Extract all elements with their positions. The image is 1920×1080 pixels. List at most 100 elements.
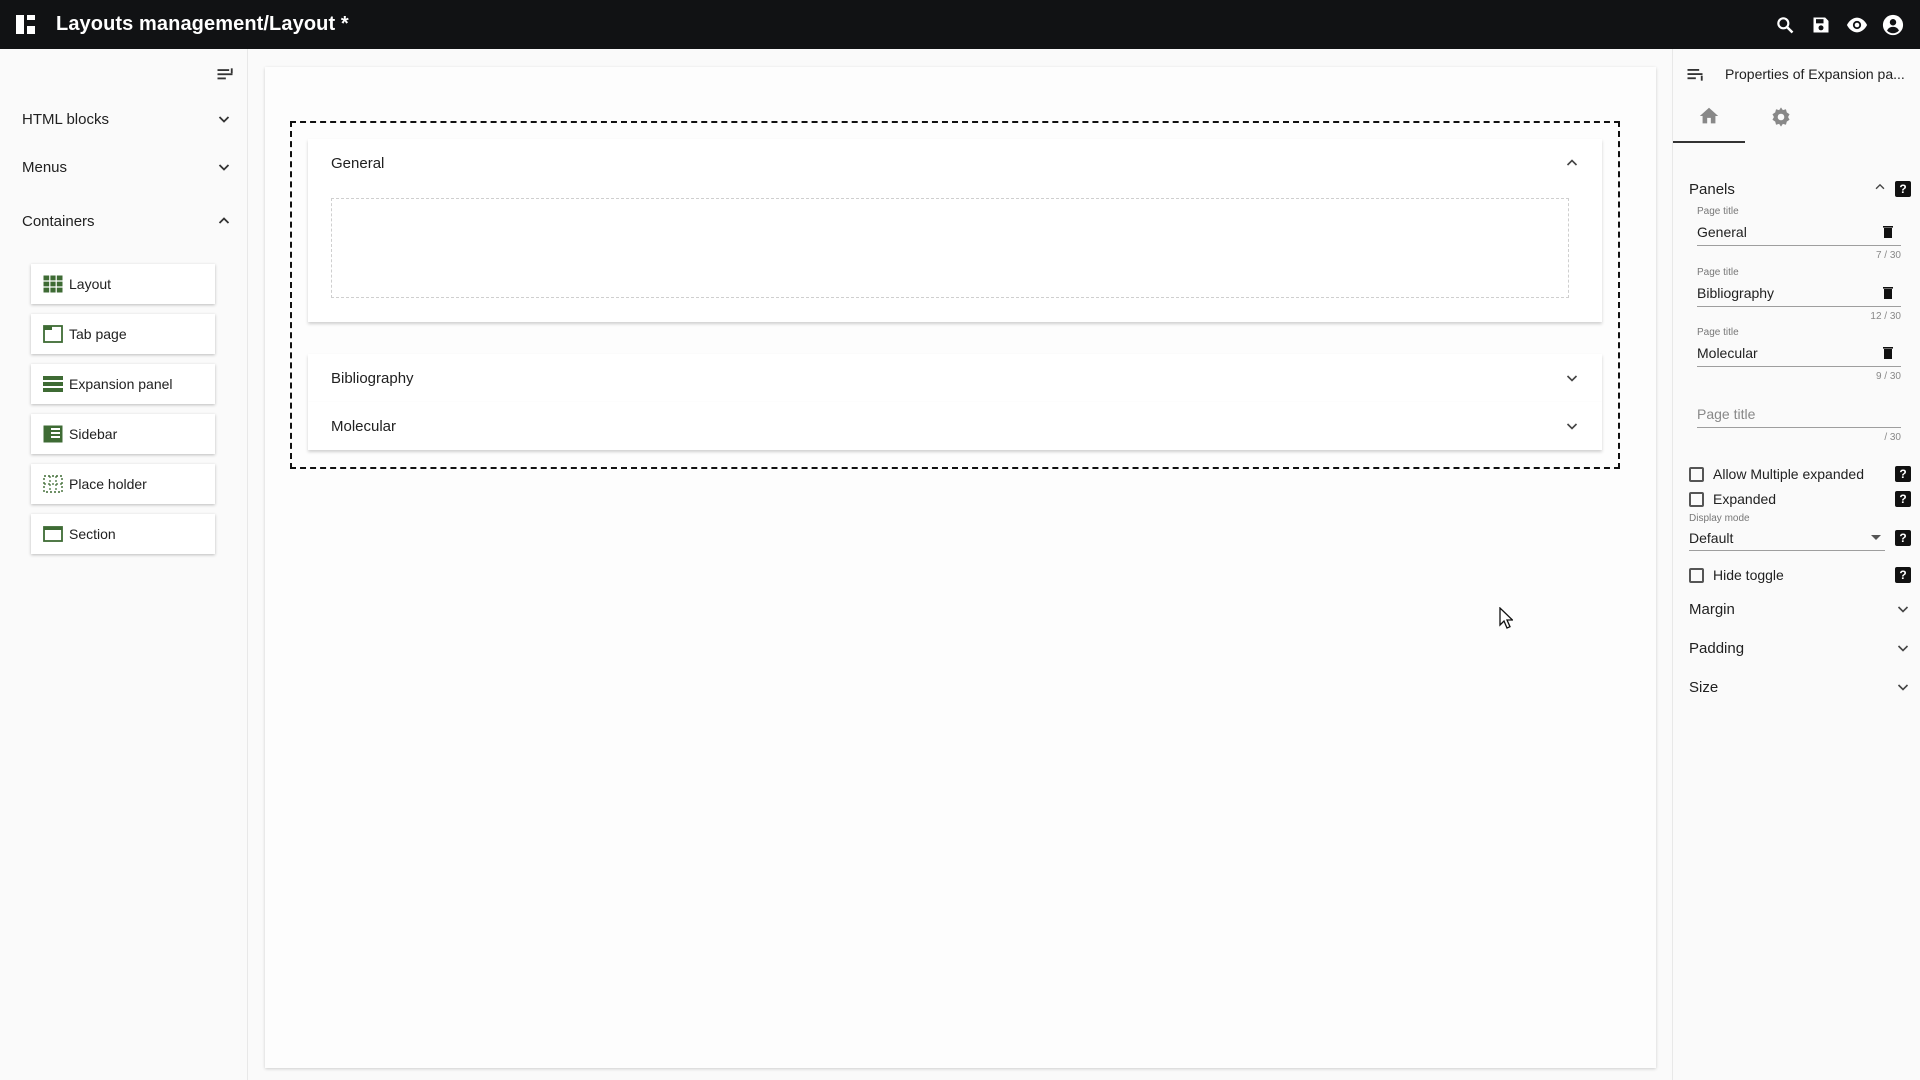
tab-settings[interactable] [1745, 95, 1817, 143]
page-title: Layouts management/Layout * [56, 13, 349, 35]
panel-title: Bibliography [331, 369, 414, 387]
expansion-panel-icon [43, 375, 63, 393]
containers-palette: Layout Tab page Expansion panel Sidebar … [31, 264, 215, 564]
palette-item-tab-page[interactable]: Tab page [31, 314, 215, 354]
section-label: Margin [1689, 600, 1735, 618]
palette-item-sidebar[interactable]: Sidebar [31, 414, 215, 454]
category-html-blocks[interactable]: HTML blocks [22, 105, 232, 133]
save-icon[interactable] [1810, 14, 1832, 36]
delete-icon[interactable] [1883, 286, 1895, 300]
dropdown-arrow-icon [1871, 535, 1881, 540]
char-counter: 7 / 30 [1875, 250, 1901, 261]
palette-item-place-holder[interactable]: Place holder [31, 464, 215, 504]
category-menus[interactable]: Menus [22, 153, 232, 181]
tab-home[interactable] [1673, 95, 1745, 143]
chevron-down-icon [216, 159, 232, 175]
palette-item-expansion-panel[interactable]: Expansion panel [31, 364, 215, 404]
allow-multiple-expanded-option: Allow Multiple expanded ? [1689, 463, 1911, 485]
category-containers[interactable]: Containers [22, 207, 232, 235]
apps-icon[interactable] [16, 14, 36, 35]
chevron-down-icon [1895, 601, 1911, 617]
delete-icon[interactable] [1883, 346, 1895, 360]
expanded-checkbox[interactable] [1689, 491, 1704, 507]
page-title-field-general: Page title 7 / 30 [1697, 206, 1901, 261]
page-title-input[interactable] [1697, 284, 1877, 301]
page-title-input[interactable] [1697, 344, 1877, 361]
section-actions: ? [1873, 180, 1911, 198]
properties-title: Properties of Expansion pa... [1725, 66, 1905, 82]
palette-item-label: Sidebar [69, 426, 118, 442]
page-title-input[interactable] [1697, 223, 1877, 240]
option-label: Expanded [1713, 491, 1777, 507]
margin-section-header[interactable]: Margin [1689, 597, 1911, 621]
help-icon[interactable]: ? [1895, 181, 1911, 197]
new-page-title-input[interactable] [1697, 405, 1877, 422]
section-label: Padding [1689, 639, 1745, 657]
palette-item-section[interactable]: Section [31, 514, 215, 554]
home-icon [1698, 105, 1720, 132]
size-section-header[interactable]: Size [1689, 675, 1911, 699]
help-icon[interactable]: ? [1895, 567, 1911, 583]
sidebar-icon [43, 425, 63, 443]
delete-icon[interactable] [1883, 225, 1895, 239]
selected-value: Default [1689, 529, 1734, 546]
char-counter: 9 / 30 [1875, 371, 1901, 382]
field-label: Page title [1697, 327, 1739, 338]
field-label: Display mode [1689, 513, 1750, 524]
expansion-panel-container[interactable]: General Bibliography Molecular [290, 121, 1620, 469]
panel-title: Molecular [331, 417, 397, 435]
collapse-sidebar-icon[interactable] [215, 65, 235, 85]
mouse-cursor-icon [1499, 606, 1515, 629]
page-title-field-molecular: Page title 9 / 30 [1697, 327, 1901, 382]
panel-drop-zone[interactable] [331, 198, 1569, 298]
padding-section-header[interactable]: Padding [1689, 636, 1911, 660]
expansion-panel-general: General [308, 139, 1602, 322]
page-title-field-new: / 30 [1697, 388, 1901, 443]
palette-item-label: Place holder [69, 476, 147, 492]
panels-section-header[interactable]: Panels ? [1689, 177, 1911, 201]
hide-toggle-checkbox[interactable] [1689, 567, 1704, 583]
search-icon[interactable] [1774, 14, 1796, 36]
help-icon[interactable]: ? [1895, 491, 1911, 507]
collapse-properties-icon[interactable] [1685, 64, 1705, 84]
palette-item-layout[interactable]: Layout [31, 264, 215, 304]
help-icon[interactable]: ? [1895, 530, 1911, 546]
panel-header[interactable]: Bibliography [308, 354, 1602, 402]
panel-header[interactable]: Molecular [308, 402, 1602, 450]
palette-item-label: Section [69, 526, 116, 542]
select-row: Default ? [1689, 525, 1911, 551]
allow-multiple-expanded-checkbox[interactable] [1689, 466, 1704, 482]
section-label: Panels [1689, 180, 1735, 198]
char-counter: / 30 [1884, 432, 1901, 443]
section-label: Size [1689, 678, 1719, 696]
category-label: Containers [22, 212, 95, 230]
field-row [1697, 400, 1901, 428]
field-row [1697, 339, 1901, 367]
properties-header: Properties of Expansion pa... [1673, 61, 1920, 87]
chevron-up-icon [1873, 180, 1887, 198]
option-label: Allow Multiple expanded [1713, 466, 1864, 482]
expansion-panel-molecular: Molecular [308, 402, 1602, 450]
chevron-down-icon [216, 111, 232, 127]
properties-tabs [1673, 95, 1920, 143]
field-row [1697, 218, 1901, 246]
eye-icon[interactable] [1846, 14, 1868, 36]
account-icon[interactable] [1882, 14, 1904, 36]
gear-icon [1770, 106, 1792, 133]
display-mode-field: Display mode Default ? [1689, 513, 1911, 551]
panel-header[interactable]: General [308, 139, 1602, 187]
expansion-panel-bibliography: Bibliography [308, 354, 1602, 402]
chevron-down-icon [1564, 370, 1580, 386]
section-icon [43, 525, 63, 543]
page-title-field-bibliography: Page title 12 / 30 [1697, 267, 1901, 322]
category-label: HTML blocks [22, 110, 109, 128]
field-row [1697, 279, 1901, 307]
palette-item-label: Tab page [69, 326, 127, 342]
chevron-down-icon [1895, 679, 1911, 695]
chevron-down-icon [1564, 418, 1580, 434]
tab-page-icon [43, 325, 63, 343]
help-icon[interactable]: ? [1895, 466, 1911, 482]
properties-panel: Properties of Expansion pa... Panels ? P… [1672, 49, 1920, 1080]
display-mode-select[interactable]: Default [1689, 525, 1885, 551]
palette-item-label: Expansion panel [69, 376, 173, 392]
